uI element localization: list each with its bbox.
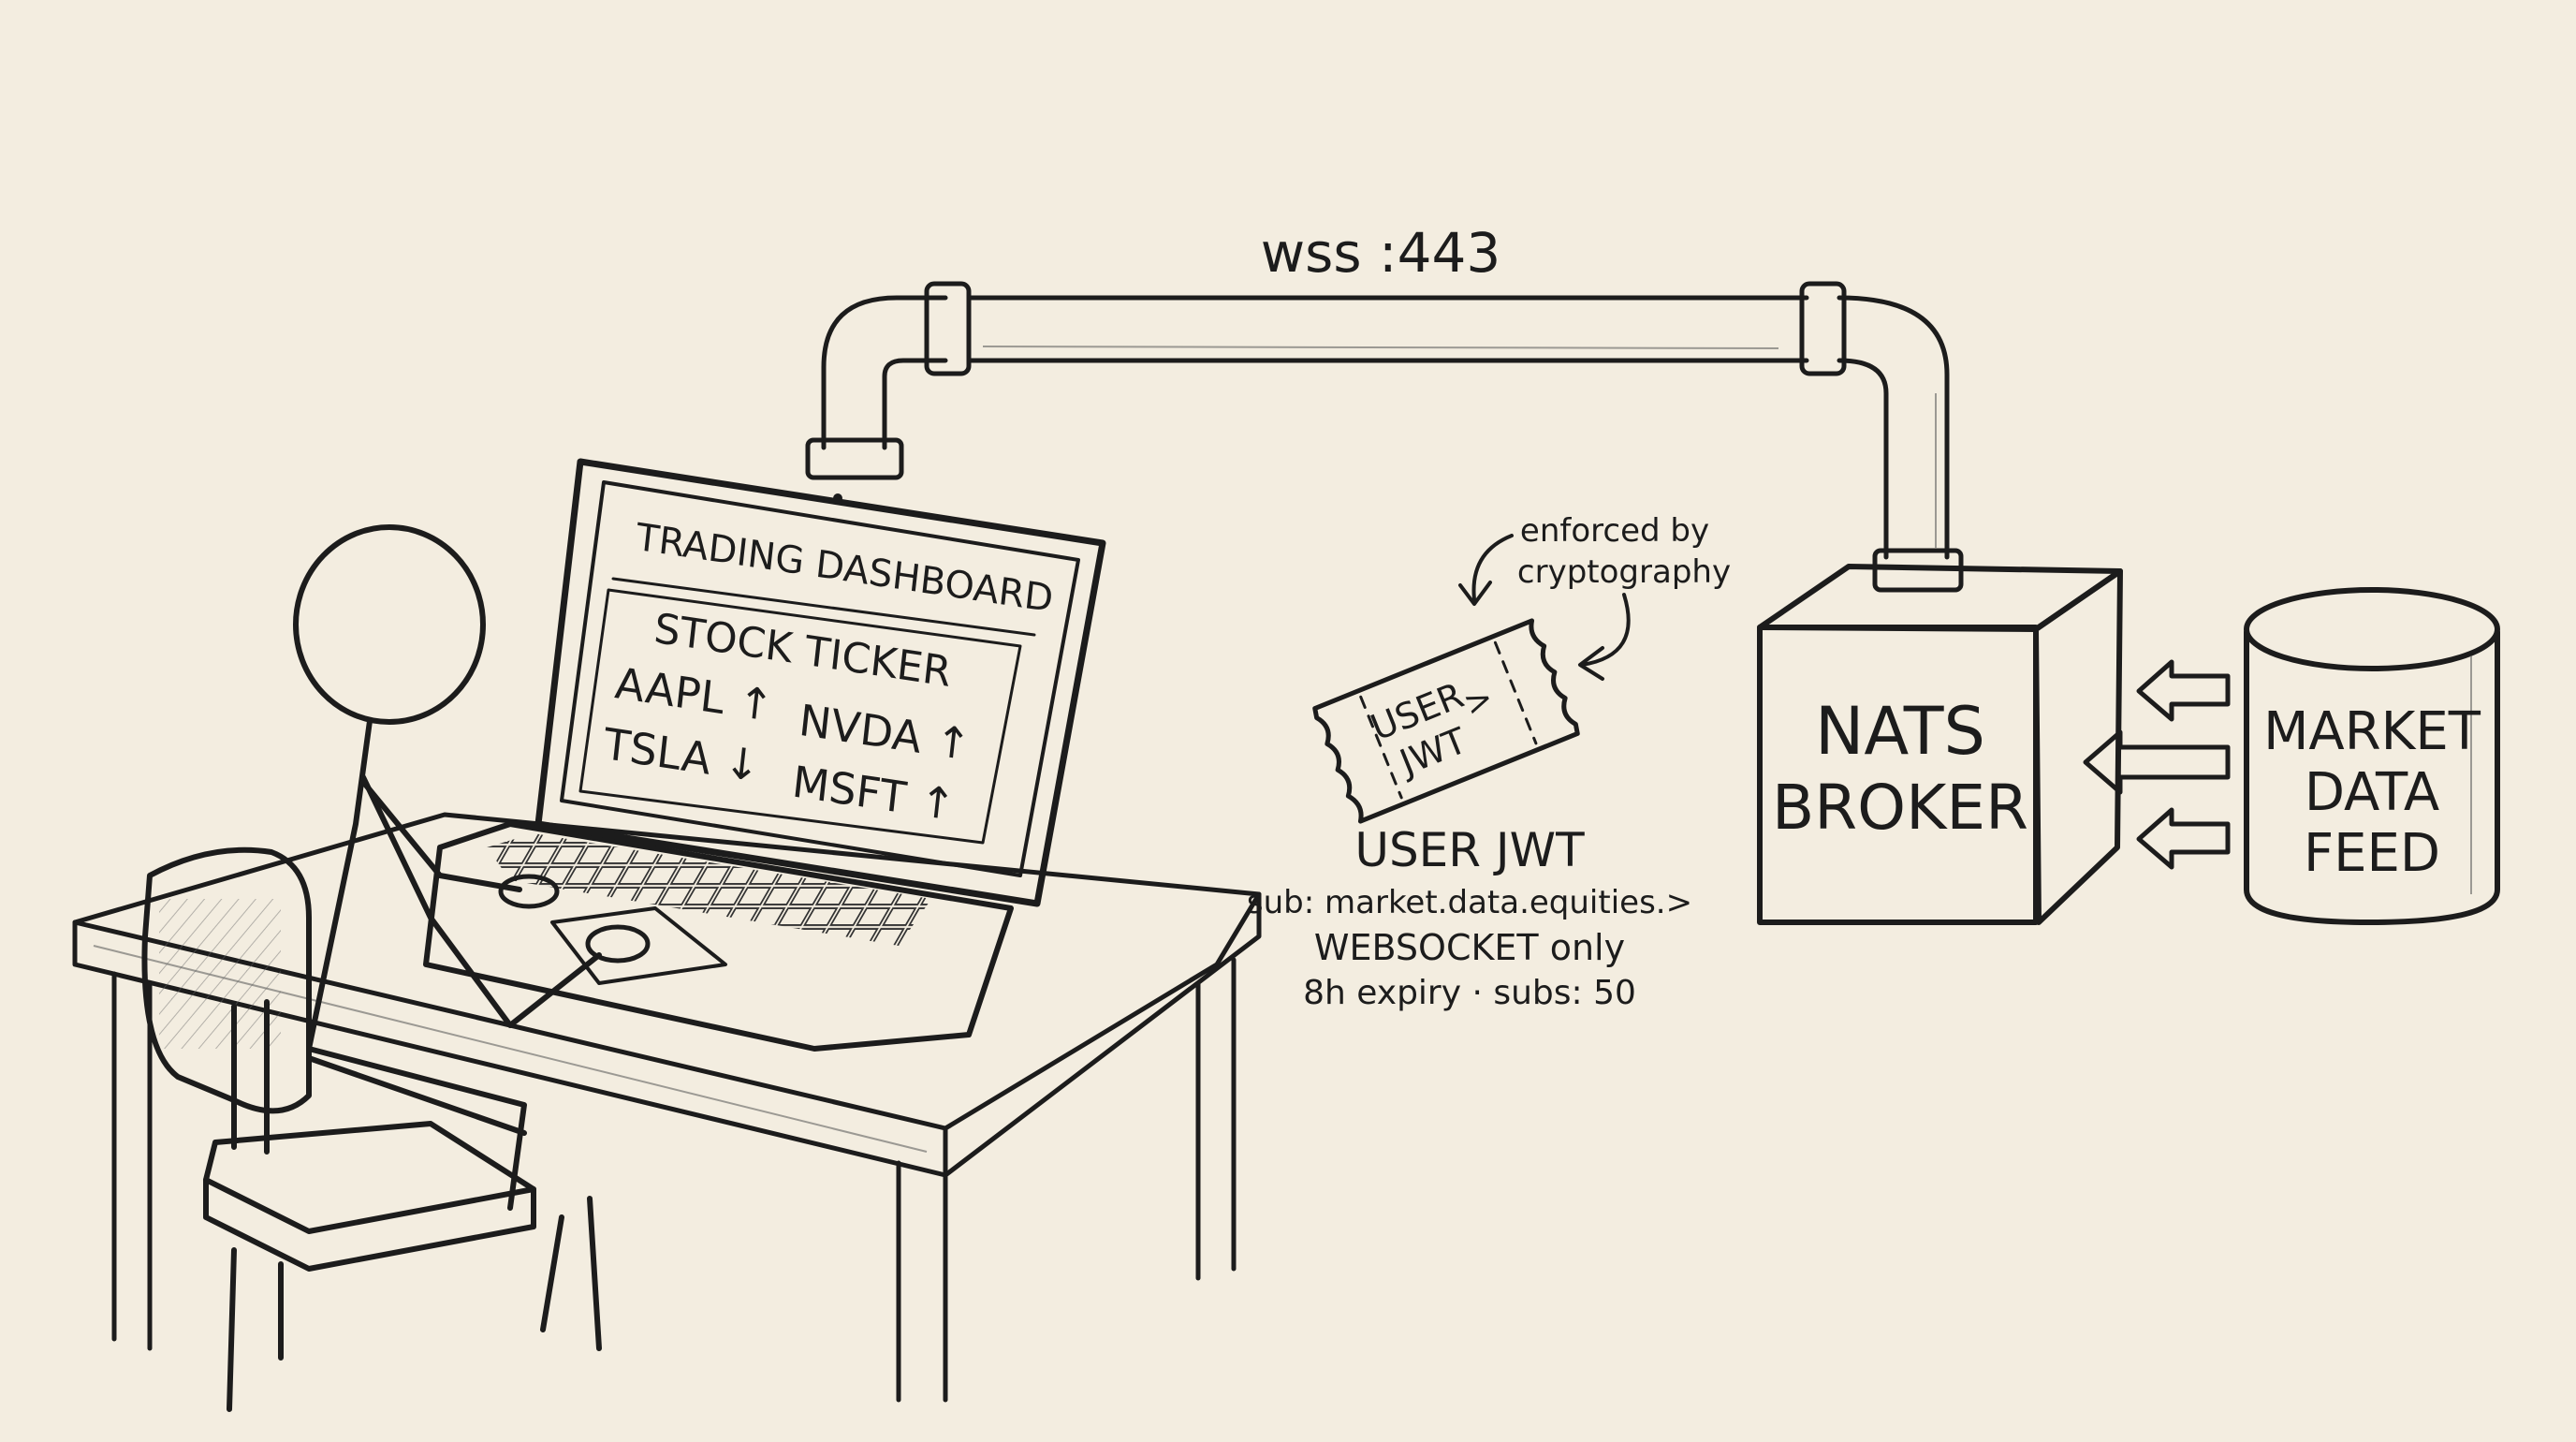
office-chair [141, 846, 602, 1412]
webcam-icon [833, 493, 842, 503]
broker-line1: NATS [1815, 693, 1985, 770]
feed-line1: MARKET [2263, 701, 2481, 762]
keyboard [487, 833, 931, 946]
arrow-left-icon [2136, 807, 2231, 870]
dashboard-title: TRADING DASHBOARD [633, 516, 1055, 622]
ticker-tsla: TSLA ↓ [600, 718, 763, 792]
dashboard-screen: TRADING DASHBOARD STOCK TICKER AAPL ↑ NV… [600, 516, 1055, 831]
feed-line3: FEED [2304, 823, 2440, 884]
broker-line2: BROKER [1772, 772, 2028, 844]
arrow-left-icon [2083, 729, 2231, 795]
arrow-left-icon [2136, 659, 2231, 722]
arrowhead-left-icon [1458, 581, 1492, 606]
jwt-detail-subject: sub: market.data.equities.> [1247, 884, 1692, 921]
feed-line2: DATA [2305, 762, 2439, 823]
annotation-line2: cryptography [1517, 553, 1731, 591]
user-figure [293, 524, 651, 1211]
connection-label: wss :443 [1261, 221, 1501, 285]
annotation-arrow-right [1580, 593, 1631, 667]
jwt-heading: USER JWT [1354, 823, 1585, 877]
feed-arrows [2083, 659, 2231, 870]
nats-broker-box [1757, 564, 2123, 925]
market-data-feed-cylinder [2244, 587, 2500, 925]
ticker-msft: MSFT ↑ [790, 756, 959, 831]
annotation-line1: enforced by [1520, 512, 1709, 550]
arrowhead-right-icon [1578, 646, 1604, 681]
jwt-detail-transport: WEBSOCKET only [1314, 927, 1625, 968]
laptop [423, 458, 1106, 1052]
ticker-nvda: NVDA ↑ [797, 695, 973, 771]
jwt-detail-limits: 8h expiry · subs: 50 [1303, 974, 1636, 1012]
jwt-ticket: USER JWT > [1312, 618, 1580, 824]
ticket-chevron: > [1458, 678, 1499, 724]
annotation-arrow-left [1471, 534, 1514, 601]
trackpad [550, 906, 727, 985]
ticker-aapl: AAPL ↑ [613, 657, 777, 731]
